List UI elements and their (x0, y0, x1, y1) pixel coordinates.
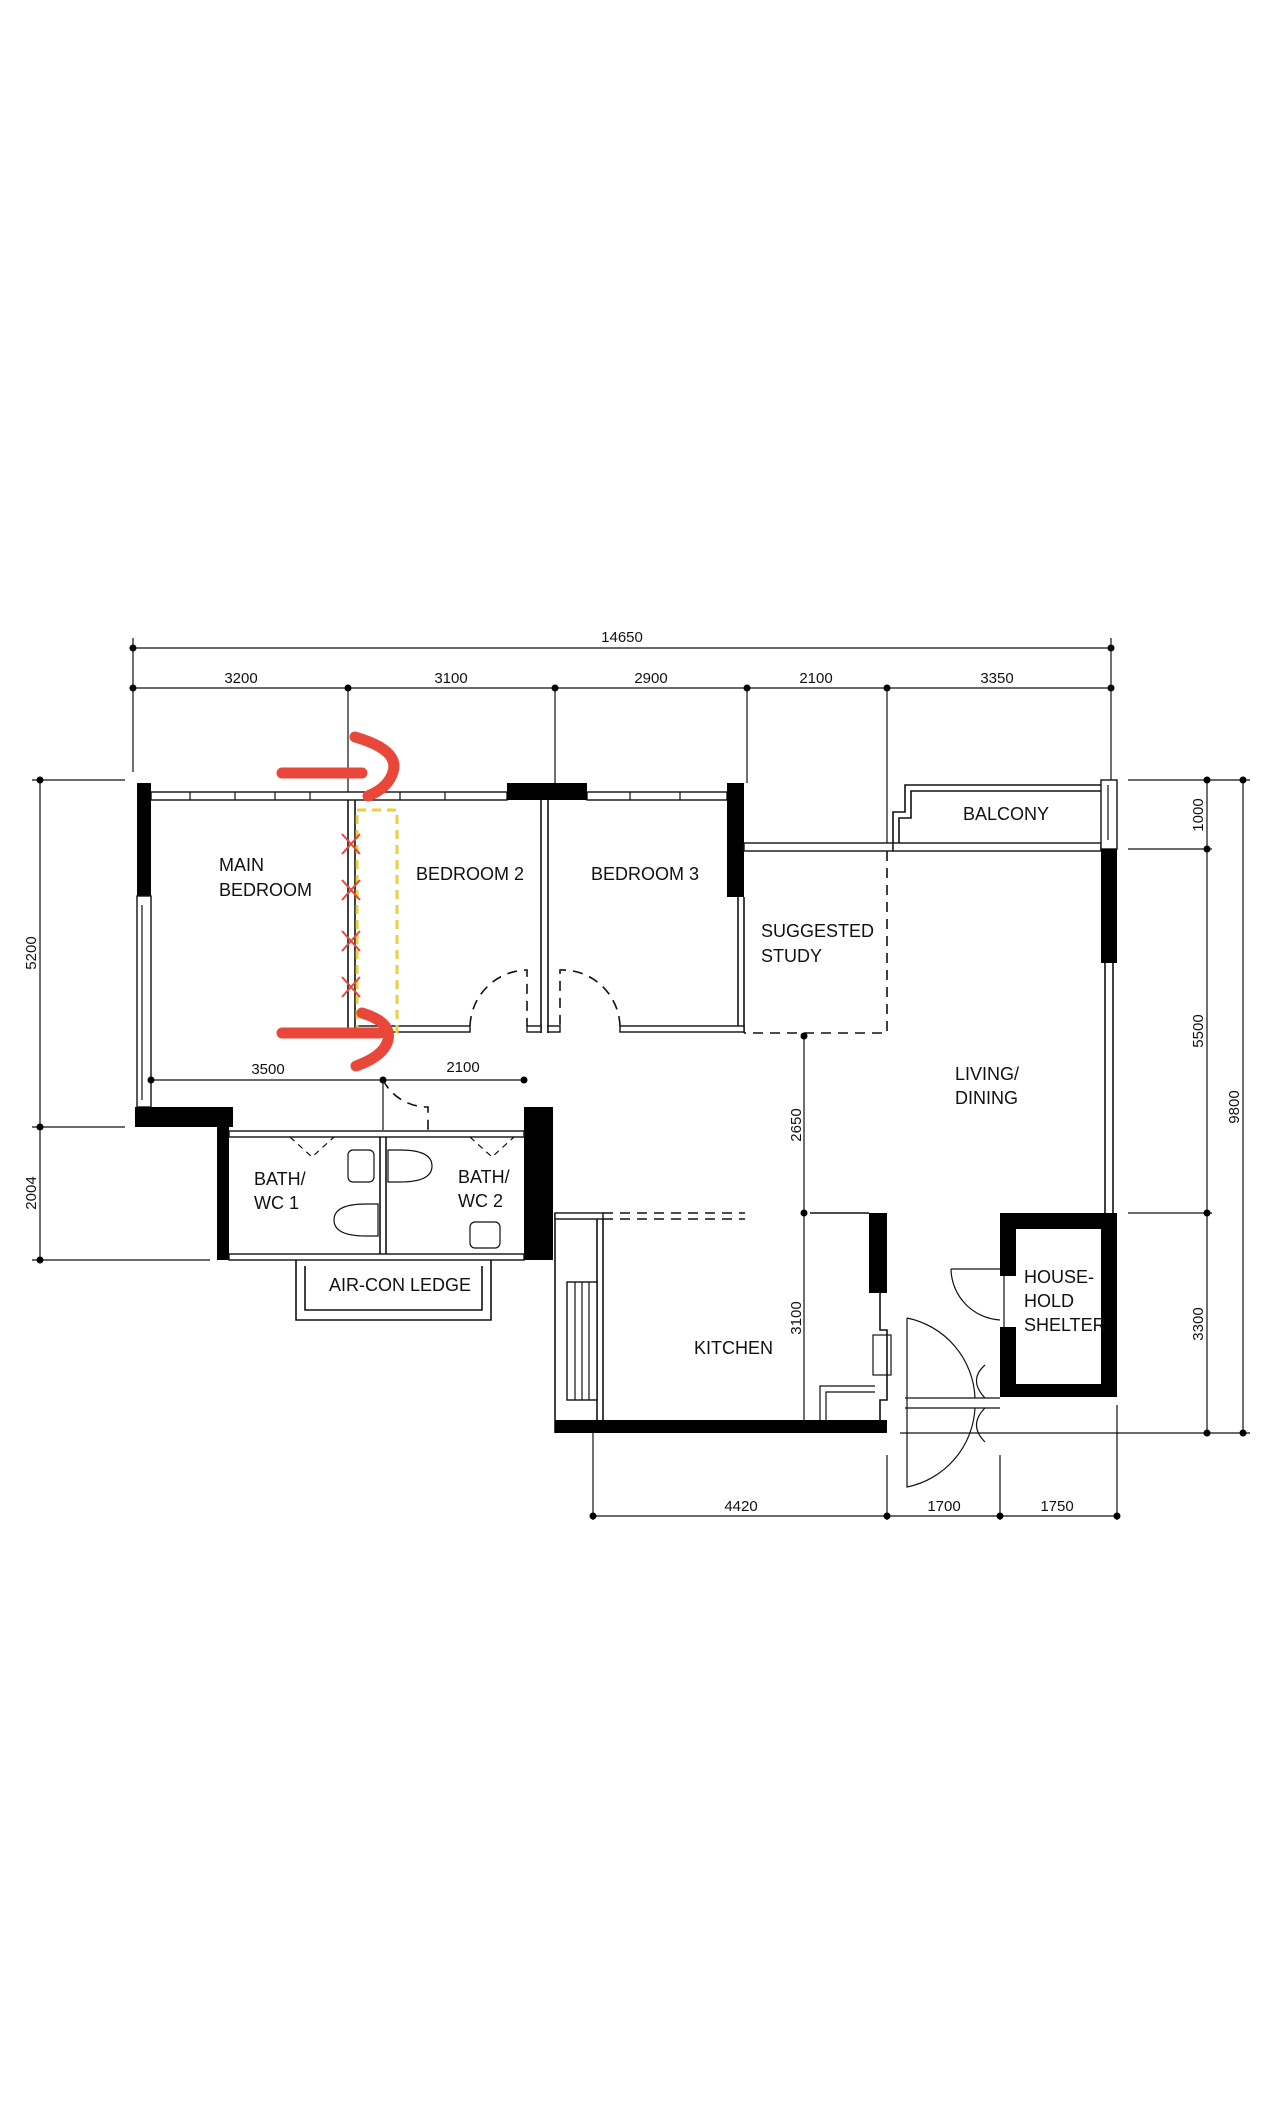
label-shelter-1: HOUSE- (1024, 1267, 1094, 1287)
toilet-icon (333, 1203, 379, 1237)
label-living-2: DINING (955, 1088, 1018, 1108)
label-living-1: LIVING/ (955, 1064, 1019, 1084)
label-balcony: BALCONY (963, 804, 1049, 824)
dim-top-2: 3100 (434, 670, 467, 687)
label-aircon-ledge: AIR-CON LEDGE (329, 1275, 471, 1295)
label-bath-2b: WC 2 (458, 1191, 503, 1211)
dim-right-2: 5500 (1190, 1014, 1207, 1047)
label-bath-2a: BATH/ (458, 1167, 510, 1187)
right-dimensions: 1000 5500 3300 9800 (900, 776, 1250, 1437)
dim-right-3: 3300 (1190, 1307, 1207, 1340)
dim-top-3: 2900 (634, 670, 667, 687)
dim-top-4: 2100 (799, 670, 832, 687)
dim-bedroom-bottom-2: 2100 (446, 1059, 479, 1076)
arrow-top-curve (349, 731, 400, 802)
label-main-bedroom-2: BEDROOM (219, 880, 312, 900)
dim-overall-depth: 9800 (1226, 1090, 1243, 1123)
door-bedroom-3 (559, 969, 621, 1027)
dim-living-vertical: 2650 (788, 1108, 805, 1141)
basin-icon (469, 1221, 501, 1249)
arrow-bottom-curve (350, 1007, 394, 1072)
label-study-2: STUDY (761, 946, 822, 966)
label-bath-1b: WC 1 (254, 1193, 299, 1213)
dim-bottom-2: 1700 (927, 1498, 960, 1515)
dim-kitchen-vertical: 3100 (788, 1301, 805, 1334)
bottom-dimensions: 4420 1700 1750 (589, 1405, 1121, 1520)
door-bedroom-2 (469, 969, 528, 1027)
dim-top-1: 3200 (224, 670, 257, 687)
label-bedroom-2: BEDROOM 2 (416, 864, 524, 884)
dim-bedroom-bottom-1: 3500 (251, 1061, 284, 1078)
label-shelter-2: HOLD (1024, 1291, 1074, 1311)
label-main-bedroom-1: MAIN (219, 855, 264, 875)
dim-bottom-3: 1750 (1040, 1498, 1073, 1515)
left-dimensions: 5200 2004 (23, 776, 210, 1264)
dim-top-5: 3350 (980, 670, 1013, 687)
markup-annotations (276, 731, 400, 1072)
dim-left-1: 5200 (23, 936, 40, 969)
toilet-icon (387, 1149, 433, 1183)
label-bath-1a: BATH/ (254, 1169, 306, 1189)
walls: 3500 2100 2650 3100 (135, 779, 1118, 1488)
basin-icon (347, 1149, 375, 1183)
main-door (906, 1317, 976, 1488)
dim-overall-width: 14650 (601, 629, 643, 646)
dim-left-2: 2004 (23, 1176, 40, 1209)
remove-wall-x-marks (341, 833, 361, 998)
proposed-wall-outline (355, 808, 399, 1034)
label-shelter-3: SHELTER (1024, 1315, 1106, 1335)
label-kitchen: KITCHEN (694, 1338, 773, 1358)
top-dimensions: 14650 3200 3100 2900 2100 3350 (129, 629, 1115, 851)
dim-right-1: 1000 (1190, 798, 1207, 831)
label-bedroom-3: BEDROOM 3 (591, 864, 699, 884)
dim-bottom-1: 4420 (724, 1498, 757, 1515)
label-study-1: SUGGESTED (761, 921, 874, 941)
room-labels: MAIN BEDROOM BEDROOM 2 BEDROOM 3 SUGGEST… (219, 804, 1106, 1358)
